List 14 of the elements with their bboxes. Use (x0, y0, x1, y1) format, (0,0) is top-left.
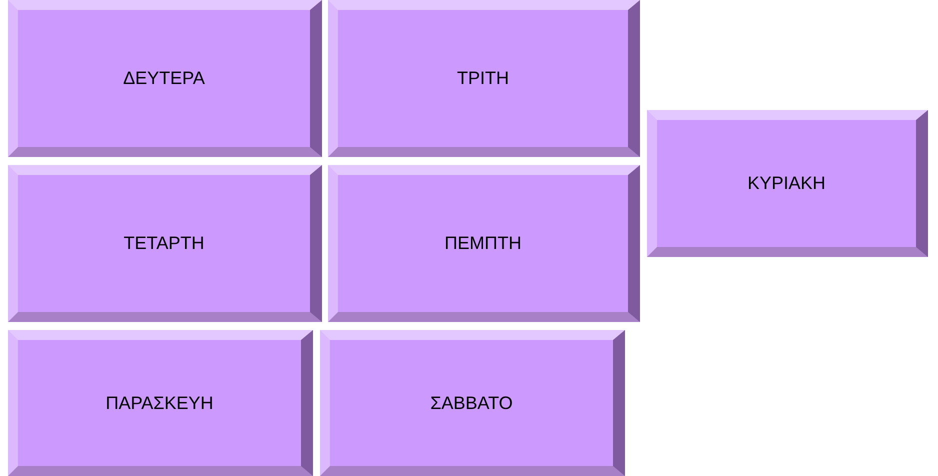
box-label: ΚΥΡΙΑΚΗ (747, 173, 826, 194)
bevel-box (320, 330, 625, 476)
box-label: ΣΑΒΒΑΤΟ (430, 392, 513, 414)
box-label: ΔΕΥΤΕΡΑ (123, 68, 205, 89)
bevel-box (8, 0, 322, 157)
bevel-box (328, 165, 640, 322)
bevel-box (8, 330, 313, 476)
box-label: ΠΕΜΠΤΗ (444, 233, 522, 254)
bevel-box (647, 110, 928, 257)
bevel-box (8, 165, 322, 322)
box-label: ΤΕΤΑΡΤΗ (124, 233, 204, 254)
box-label: ΠΑΡΑΣΚΕΥΗ (106, 392, 214, 414)
box-label: ΤΡΙΤΗ (457, 68, 509, 89)
bevel-box (328, 0, 640, 157)
